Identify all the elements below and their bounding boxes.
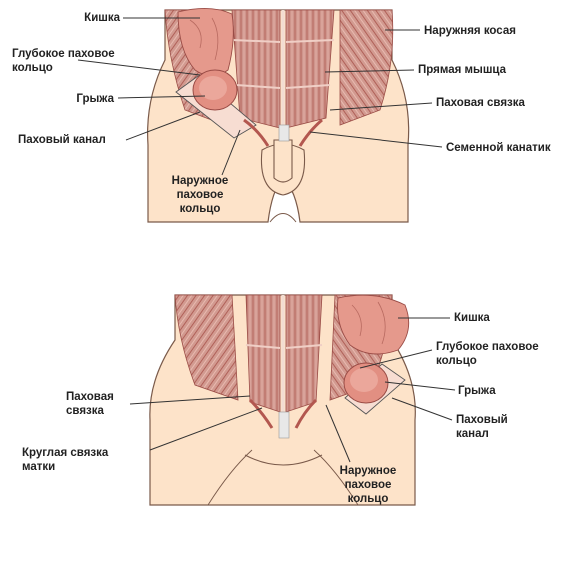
female-round-ligament-right — [294, 398, 318, 429]
label-female-inguinal-ligament: Паховая связка — [66, 391, 114, 417]
female-rectus-muscle-left — [245, 294, 281, 413]
female-figure — [149, 294, 416, 506]
female-round-ligament-left — [248, 398, 274, 429]
male-spermatic-cord-left — [243, 118, 270, 147]
female-intestine — [337, 294, 410, 355]
male-penis — [273, 139, 293, 183]
male-rectus-muscle-right — [285, 9, 335, 129]
leader-lines — [77, 17, 456, 463]
male-figure — [147, 8, 410, 223]
label-female-round-ligament: Круглая связка матки — [22, 447, 109, 473]
label-female-intestine: Кишка — [454, 312, 490, 324]
label-female-deep-inguinal-ring: Глубокое паховое кольцо — [436, 341, 539, 367]
label-female-hernia: Грыжа — [458, 385, 496, 397]
label-female-inguinal-canal: Паховый канал — [456, 414, 508, 440]
male-external-oblique-muscle — [339, 9, 394, 126]
label-male-external-ring: Наружное паховое кольцо — [171, 175, 229, 215]
label-female-external-ring: Наружное паховое кольцо — [339, 465, 397, 505]
female-rectus-muscle-right — [285, 294, 323, 413]
male-intestine — [177, 8, 234, 77]
label-male-spermatic-cord: Семенной канатик — [446, 142, 551, 154]
label-male-deep-inguinal-ring: Глубокое паховое кольцо — [12, 48, 115, 74]
label-male-inguinal-ligament: Паховая связка — [436, 97, 525, 109]
label-male-inguinal-canal: Паховый канал — [18, 134, 106, 146]
male-spermatic-cord-right — [298, 118, 323, 147]
label-male-rectus: Прямая мышца — [418, 64, 507, 76]
label-male-hernia: Грыжа — [76, 93, 114, 105]
label-male-intestine: Кишка — [84, 12, 120, 24]
label-male-external-oblique: Наружняя косая — [424, 25, 516, 37]
